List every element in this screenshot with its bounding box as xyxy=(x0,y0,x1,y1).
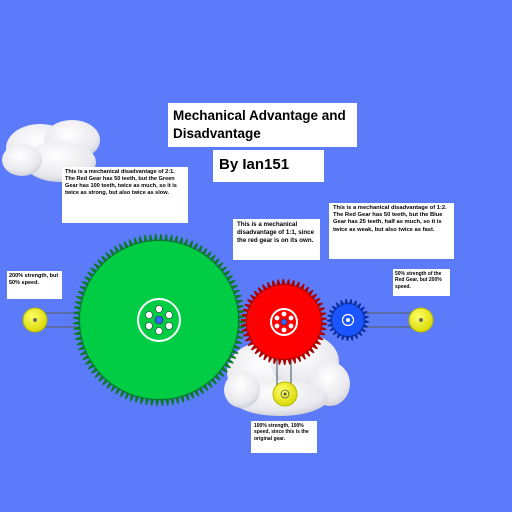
author-byline: By Ian151 xyxy=(213,150,324,182)
cloud-top-left xyxy=(2,120,100,182)
red-gear-hub xyxy=(270,308,298,336)
bottom-wheel[interactable] xyxy=(272,381,298,407)
page-title: Mechanical Advantage and Disadvantage xyxy=(168,103,357,147)
right-wheel[interactable] xyxy=(408,307,434,333)
bottom-wheel-note: 100% strength, 100% speed, since this is… xyxy=(251,421,317,453)
green-gear-hub xyxy=(137,298,181,342)
right-wheel-note: 50% strength of the Red Gear, but 200% s… xyxy=(393,269,450,296)
blue-gear-note: This is a mechanical disadvantage of 1:2… xyxy=(329,203,454,259)
red-gear-note: This is a mechanical disadvantage of 1:1… xyxy=(233,219,320,260)
left-wheel[interactable] xyxy=(22,307,48,333)
cloud-bottom-middle xyxy=(224,334,350,416)
left-wheel-note: 200% strength, but 50% speed. xyxy=(7,271,62,299)
green-gear-note: This is a mechanical disadvantage of 2:1… xyxy=(62,167,188,223)
blue-gear-hub xyxy=(341,313,355,327)
